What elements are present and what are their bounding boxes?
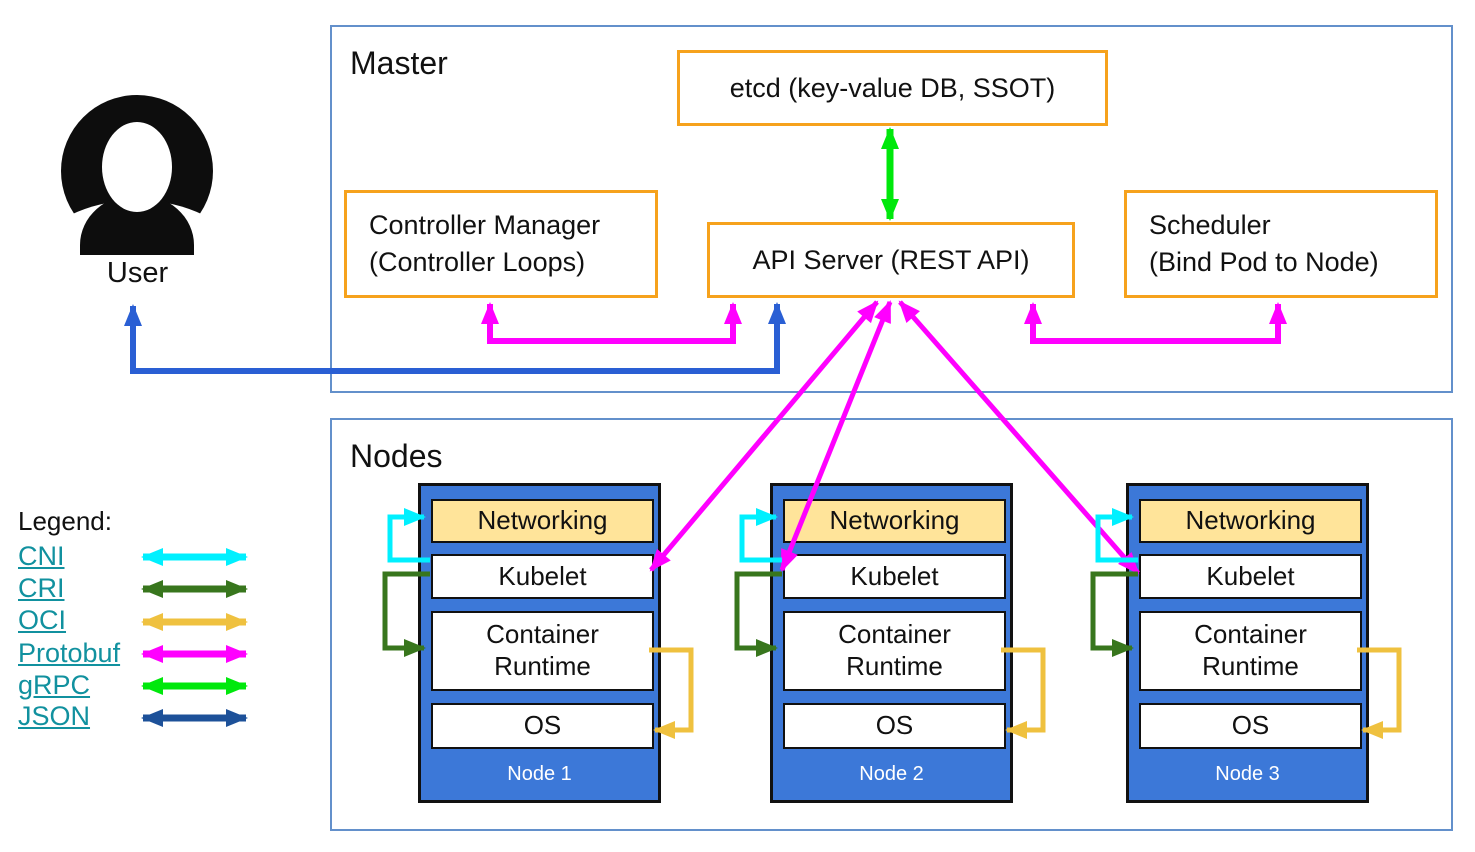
legend-link-protobuf[interactable]: Protobuf: [18, 638, 121, 668]
api-server-label: API Server (REST API): [752, 244, 1030, 275]
user-label: User: [106, 257, 169, 289]
controller-manager-label-line1: Controller Manager: [369, 210, 601, 240]
node-3-kubelet-layer: Kubelet: [1139, 554, 1362, 599]
master-title: Master: [350, 45, 448, 81]
node-3-networking-layer: Networking: [1139, 499, 1362, 543]
controller-manager-box: Controller Manager (Controller Loops): [344, 190, 658, 298]
node-1-label: Node 1: [507, 763, 572, 785]
user-avatar-icon: [60, 95, 215, 255]
legend-link-json[interactable]: JSON: [18, 701, 91, 731]
controller-manager-label-line2: (Controller Loops): [369, 247, 586, 277]
scheduler-box: Scheduler (Bind Pod to Node): [1124, 190, 1438, 298]
node-1: Networking Kubelet Container Runtime OS …: [418, 483, 661, 803]
legend-title: Legend:: [18, 506, 112, 536]
node-2-os-layer: OS: [783, 703, 1006, 749]
api-server-box: API Server (REST API): [707, 222, 1075, 298]
node-3-label: Node 3: [1215, 763, 1280, 785]
legend-link-cri[interactable]: CRI: [18, 573, 65, 603]
node-3-container-runtime-layer: Container Runtime: [1139, 611, 1362, 691]
scheduler-label-line1: Scheduler: [1149, 210, 1271, 240]
node-3: Networking Kubelet Container Runtime OS …: [1126, 483, 1369, 803]
legend-link-cni[interactable]: CNI: [18, 541, 65, 571]
node-3-os-layer: OS: [1139, 703, 1362, 749]
node-1-os-layer: OS: [431, 703, 654, 749]
legend-link-oci[interactable]: OCI: [18, 605, 67, 635]
node-2-networking-layer: Networking: [783, 499, 1006, 543]
etcd-label: etcd (key-value DB, SSOT): [729, 72, 1056, 103]
node-2-container-runtime-layer: Container Runtime: [783, 611, 1006, 691]
node-2-label: Node 2: [859, 763, 924, 785]
scheduler-label-line2: (Bind Pod to Node): [1149, 247, 1379, 277]
node-1-kubelet-layer: Kubelet: [431, 554, 654, 599]
nodes-title: Nodes: [350, 438, 443, 474]
node-1-networking-layer: Networking: [431, 499, 654, 543]
node-2-kubelet-layer: Kubelet: [783, 554, 1006, 599]
node-1-container-runtime-layer: Container Runtime: [431, 611, 654, 691]
legend-link-grpc[interactable]: gRPC: [18, 670, 91, 700]
etcd-box: etcd (key-value DB, SSOT): [677, 50, 1108, 126]
node-2: Networking Kubelet Container Runtime OS …: [770, 483, 1013, 803]
